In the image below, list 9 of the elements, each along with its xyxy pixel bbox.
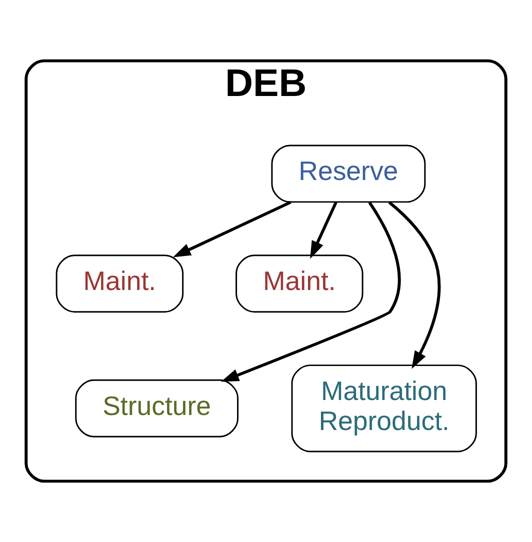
arrow	[172, 200, 292, 258]
arrow	[388, 201, 441, 369]
node-box: Maturation Reproduct.	[291, 364, 477, 452]
node-box: Structure	[75, 379, 239, 438]
arrow	[310, 202, 338, 259]
node-box: Maint.	[56, 254, 184, 313]
node-box: Reserve	[271, 144, 426, 203]
arrow	[221, 202, 401, 382]
node-box: Maint.	[236, 254, 364, 313]
